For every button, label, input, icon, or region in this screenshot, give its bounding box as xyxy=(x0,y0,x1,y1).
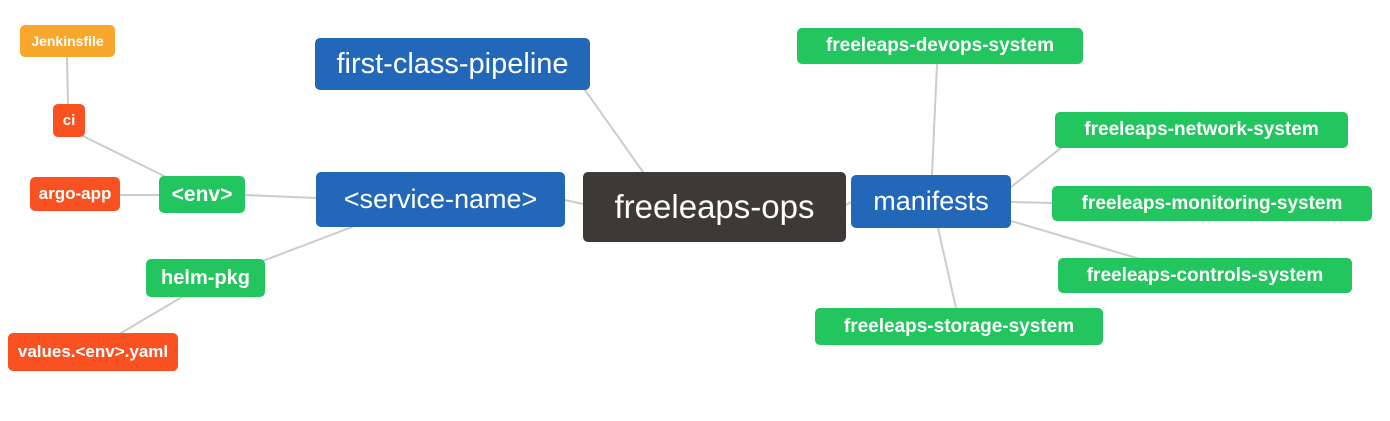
node-ci[interactable]: ci xyxy=(53,104,85,137)
node-service-name[interactable]: <service-name> xyxy=(316,172,565,227)
edge-helm-pkg-to-values-env-yaml xyxy=(120,296,183,334)
node-freeleaps-monitoring-system[interactable]: freeleaps-monitoring-system xyxy=(1052,186,1372,221)
edge-ci-to-env xyxy=(82,135,169,179)
edge-manifests-to-freeleaps-controls-system xyxy=(1010,220,1141,260)
node-freeleaps-devops-system[interactable]: freeleaps-devops-system xyxy=(797,28,1083,64)
edge-service-name-to-helm-pkg xyxy=(259,226,353,263)
edge-first-class-pipeline-to-freeleaps-ops xyxy=(584,89,644,173)
edge-env-to-service-name xyxy=(244,194,317,199)
node-freeleaps-storage-system[interactable]: freeleaps-storage-system xyxy=(815,308,1103,345)
node-helm-pkg[interactable]: helm-pkg xyxy=(146,259,265,297)
node-freeleaps-controls-system[interactable]: freeleaps-controls-system xyxy=(1058,258,1352,293)
node-env[interactable]: <env> xyxy=(159,176,245,213)
node-manifests[interactable]: manifests xyxy=(851,175,1011,228)
edge-jenkinsfile-to-ci xyxy=(66,56,69,105)
edge-manifests-to-freeleaps-devops-system xyxy=(931,63,938,176)
node-freeleaps-network-system[interactable]: freeleaps-network-system xyxy=(1055,112,1348,148)
node-argo-app[interactable]: argo-app xyxy=(30,177,120,211)
edge-manifests-to-freeleaps-monitoring-system xyxy=(1010,201,1053,204)
edge-manifests-to-freeleaps-storage-system xyxy=(937,227,957,309)
node-values-env-yaml[interactable]: values.<env>.yaml xyxy=(8,333,178,371)
node-freeleaps-ops[interactable]: freeleaps-ops xyxy=(583,172,846,242)
edge-manifests-to-freeleaps-network-system xyxy=(1010,147,1062,188)
edge-service-name-to-freeleaps-ops xyxy=(564,199,584,205)
node-jenkinsfile[interactable]: Jenkinsfile xyxy=(20,25,115,57)
node-first-class-pipeline[interactable]: first-class-pipeline xyxy=(315,38,590,90)
edge-freeleaps-ops-to-manifests xyxy=(845,201,852,206)
